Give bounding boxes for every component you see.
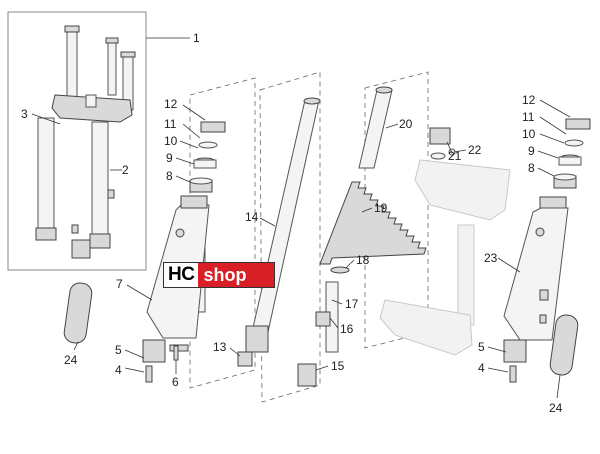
label-8-right: 8 <box>528 161 535 175</box>
right-fork-protector <box>549 314 579 376</box>
label-12-right: 12 <box>522 93 536 107</box>
label-12-left: 12 <box>164 97 178 111</box>
label-18: 18 <box>356 253 370 267</box>
leader-lines <box>31 37 571 399</box>
label-17: 17 <box>345 297 359 311</box>
left-bolt <box>145 365 153 383</box>
logo-hc-text: HC <box>164 263 199 287</box>
label-24-right: 24 <box>549 401 563 415</box>
label-20: 20 <box>399 117 413 131</box>
steering-stem <box>379 127 511 356</box>
right-seal-stack <box>553 118 591 189</box>
label-2: 2 <box>122 163 129 177</box>
damper-assembly <box>297 86 427 387</box>
label-16: 16 <box>340 322 354 336</box>
label-6: 6 <box>172 375 179 389</box>
label-23: 23 <box>484 251 498 265</box>
label-10-left: 10 <box>164 134 178 148</box>
label-4-left: 4 <box>115 363 122 377</box>
logo-shop-text: shop <box>198 263 274 287</box>
label-19: 19 <box>374 201 388 215</box>
label-5-left: 5 <box>115 343 122 357</box>
part-labels: 1 2 3 4 5 6 7 8 9 10 11 12 13 14 15 16 1… <box>21 31 563 415</box>
left-fork-protector <box>63 282 93 344</box>
left-seal-stack <box>189 121 226 193</box>
assembly-inset-box <box>7 11 147 271</box>
label-1: 1 <box>193 31 200 45</box>
label-22: 22 <box>468 143 482 157</box>
hc-shop-logo: HC shop <box>163 262 275 288</box>
inner-tube <box>237 97 321 367</box>
complete-fork-assembly <box>35 25 136 259</box>
label-5-right: 5 <box>478 340 485 354</box>
label-8-left: 8 <box>166 169 173 183</box>
label-10-right: 10 <box>522 127 536 141</box>
label-11-left: 11 <box>164 117 177 131</box>
label-14: 14 <box>245 210 259 224</box>
label-9-left: 9 <box>166 151 173 165</box>
label-7: 7 <box>116 277 123 291</box>
right-outer-leg <box>503 196 569 383</box>
label-13: 13 <box>213 340 227 354</box>
side-bolt <box>173 345 179 361</box>
label-11-right: 11 <box>522 110 535 124</box>
label-21: 21 <box>448 149 462 163</box>
label-3: 3 <box>21 107 28 121</box>
label-15: 15 <box>331 359 345 373</box>
label-24-left: 24 <box>64 353 78 367</box>
label-4-right: 4 <box>478 361 485 375</box>
label-9-right: 9 <box>528 144 535 158</box>
